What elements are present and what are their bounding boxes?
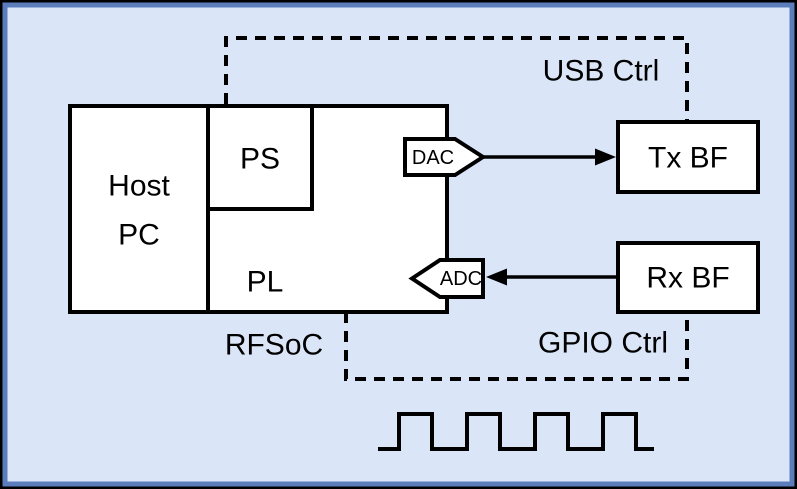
adc-port-shape (408, 258, 485, 299)
rfsoc-label: RFSoC (225, 329, 323, 362)
dac-port-shape (403, 137, 487, 177)
rxbf-to-adc-arrowhead (486, 268, 507, 286)
usb-ctrl-label: USB Ctrl (543, 55, 660, 88)
tx-bf-label: Tx BF (648, 142, 728, 175)
host-pc-label-line1: Host (108, 170, 170, 203)
adc-label: ADC (440, 268, 482, 290)
ps-box (206, 104, 314, 211)
host-pc-box (68, 104, 210, 314)
ps-label: PS (240, 143, 280, 176)
dac-to-txbf-arrowhead (595, 148, 616, 166)
gpio-ctrl-label: GPIO Ctrl (538, 327, 668, 360)
dac-label: DAC (412, 147, 454, 169)
tx-bf-box (616, 120, 760, 194)
rx-bf-box (616, 241, 760, 314)
gpio-ctrl-dashed-connector (344, 312, 689, 381)
host-pc-label-line2: PC (118, 219, 160, 252)
clock-waveform (378, 412, 654, 451)
rx-bf-label: Rx BF (646, 262, 729, 295)
pl-label: PL (247, 266, 284, 299)
